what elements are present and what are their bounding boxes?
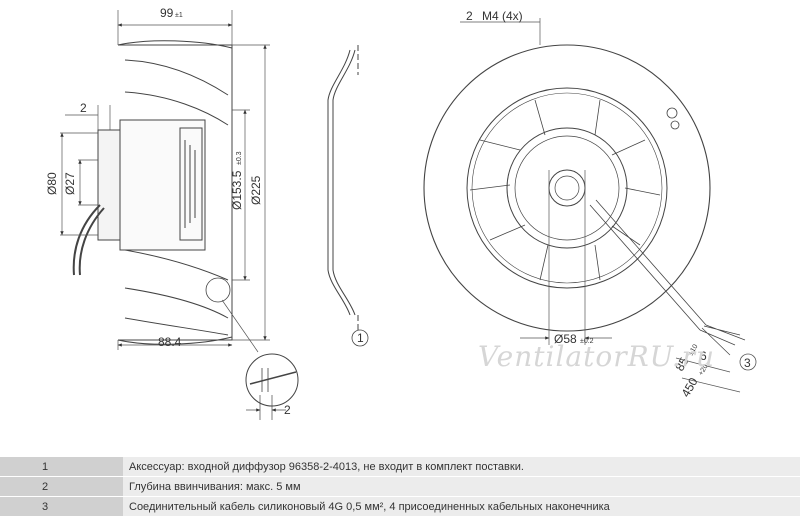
dim-diam-80: Ø80 bbox=[45, 172, 59, 195]
notes-table: 1 Аксессуар: входной диффузор 96358-2-40… bbox=[0, 456, 800, 516]
technical-drawing: 99 ±1 2 Ø80 Ø27 Ø153.5 ±0.3 Ø225 88.4 2 … bbox=[0, 0, 800, 455]
front-dimension-lines bbox=[460, 18, 756, 392]
dim-width-99: 99 bbox=[160, 6, 174, 20]
screw-spec: M4 (4x) bbox=[482, 9, 523, 23]
side-view bbox=[74, 41, 232, 345]
front-view bbox=[424, 45, 745, 355]
notes-row: 1 Аксессуар: входной диффузор 96358-2-40… bbox=[0, 457, 800, 477]
inlet-ring-profile bbox=[328, 45, 368, 346]
dim-width-99-tol: ±1 bbox=[175, 12, 183, 19]
dim-diam-225: Ø225 bbox=[249, 175, 263, 205]
notes-row: 3 Соединительный кабель силиконовый 4G 0… bbox=[0, 497, 800, 516]
watermark: VentilatorRU.ru bbox=[478, 340, 715, 373]
dim-detail-2: 2 bbox=[284, 403, 291, 417]
notes-row: 2 Глубина ввинчивания: макс. 5 мм bbox=[0, 477, 800, 497]
note-number: 3 bbox=[0, 497, 123, 516]
dim-depth-2: 2 bbox=[80, 101, 87, 115]
dim-depth-88: 88.4 bbox=[158, 335, 182, 349]
note-text: Глубина ввинчивания: макс. 5 мм bbox=[123, 477, 800, 497]
dim-diam-27: Ø27 bbox=[63, 172, 77, 195]
note-number: 2 bbox=[0, 477, 123, 497]
dim-cable-450: 450 bbox=[678, 375, 700, 400]
callout-1: 1 bbox=[357, 331, 364, 345]
callout-3: 3 bbox=[744, 356, 751, 370]
dim-diam-153-tol: ±0.3 bbox=[236, 151, 243, 165]
note-number: 1 bbox=[0, 457, 123, 477]
note-text: Соединительный кабель силиконовый 4G 0,5… bbox=[123, 497, 800, 516]
note-text: Аксессуар: входной диффузор 96358-2-4013… bbox=[123, 457, 800, 477]
dim-depth-2-front: 2 bbox=[466, 9, 473, 23]
dim-diam-153: Ø153.5 bbox=[230, 170, 244, 210]
